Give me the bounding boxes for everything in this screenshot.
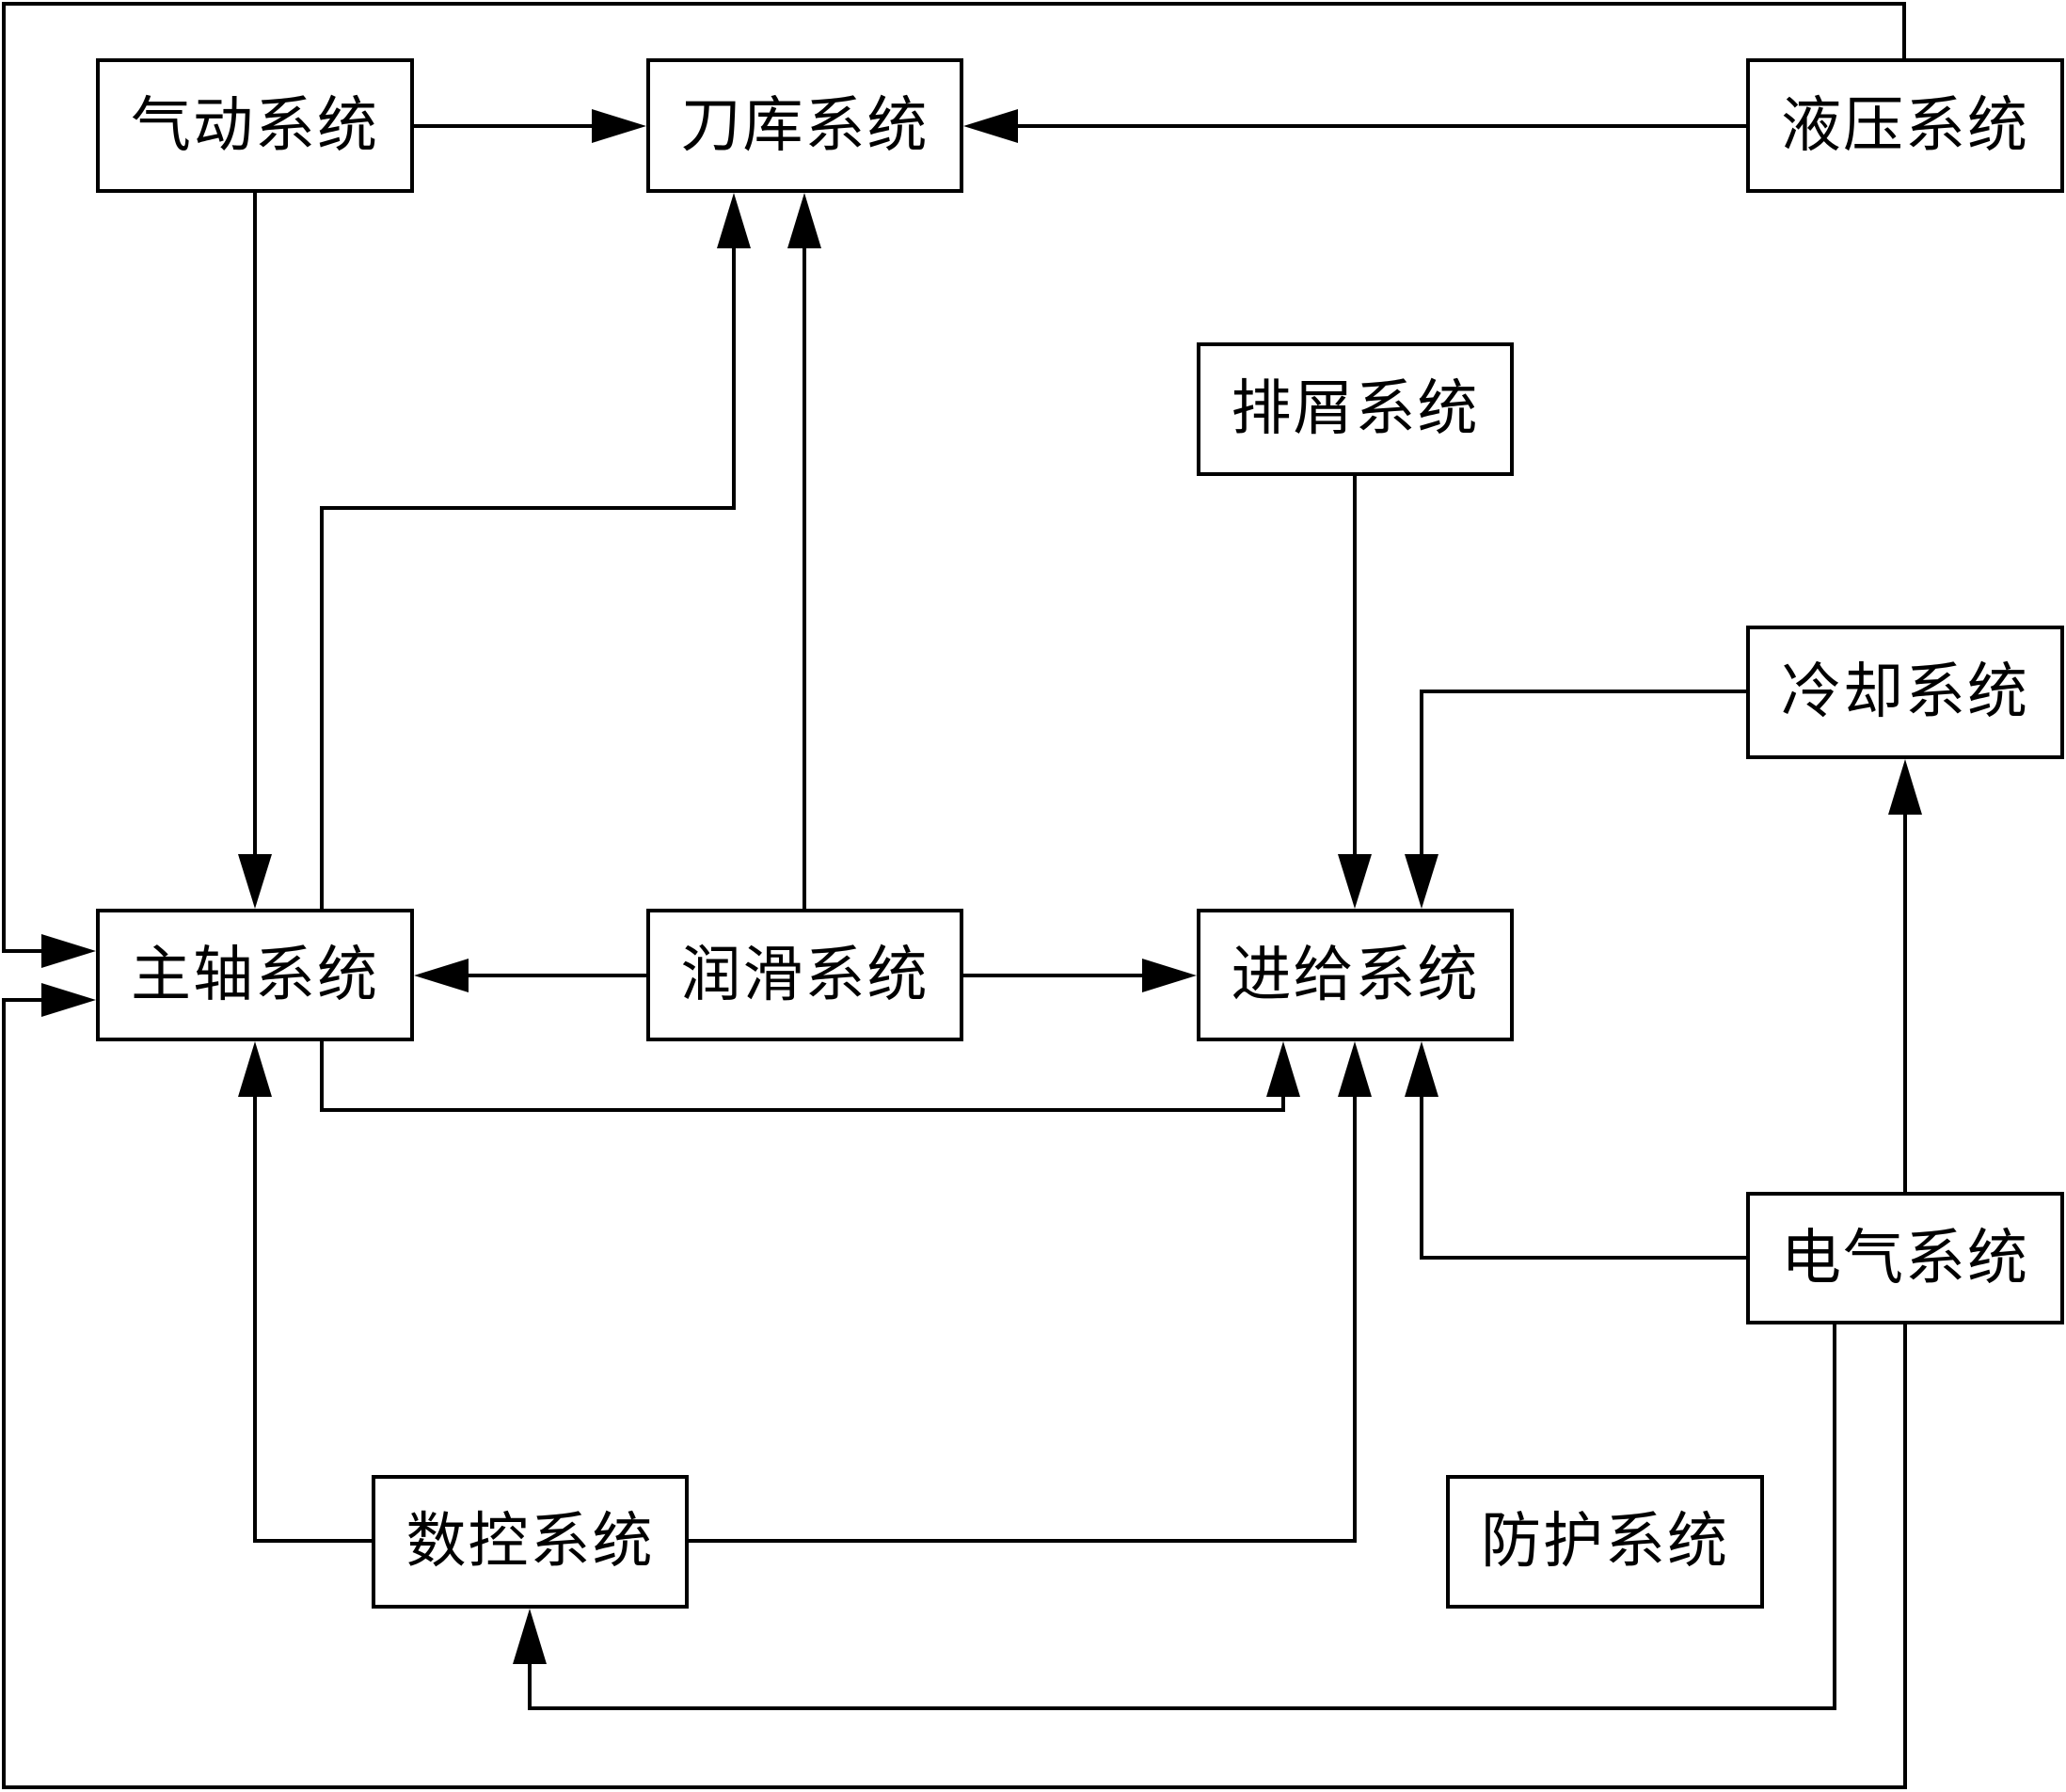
- node-electrical-system: 电气系统: [1746, 1192, 2064, 1324]
- edge-lubrication-to-toolmag: [787, 193, 821, 911]
- edge-electrical-to-feed: [1405, 1041, 1748, 1260]
- node-protection-system: 防护系统: [1446, 1475, 1764, 1609]
- arrowhead-icon: [1142, 959, 1197, 992]
- edge-spindle-to-toolmag: [320, 193, 751, 911]
- edge-cooling-to-feed: [1405, 690, 1748, 909]
- node-label: 电气系统: [1781, 1223, 2029, 1293]
- arrowhead-icon: [1405, 854, 1438, 909]
- node-label: 液压系统: [1781, 90, 2029, 161]
- arrowhead-icon: [238, 1041, 272, 1097]
- edge-electrical-to-cnc: [513, 1323, 1836, 1710]
- arrowhead-icon: [1266, 1041, 1300, 1097]
- arrowhead-icon: [414, 959, 469, 992]
- node-cnc-system: 数控系统: [372, 1475, 689, 1609]
- node-chip-removal-system: 排屑系统: [1197, 342, 1514, 476]
- node-pneumatic-system: 气动系统: [96, 58, 414, 193]
- edge-electrical-to-cooling: [1888, 759, 1922, 1194]
- node-label: 防护系统: [1481, 1507, 1729, 1577]
- node-label: 刀库系统: [680, 90, 930, 161]
- edge-cnc-to-spindle: [238, 1041, 373, 1543]
- arrowhead-icon: [592, 109, 646, 143]
- edge-hydraulic-to-spindle: [2, 2, 1906, 968]
- edge-pneumatic-to-toolmag: [412, 109, 646, 143]
- arrowhead-icon: [41, 934, 96, 968]
- node-label: 进给系统: [1231, 940, 1480, 1010]
- edge-lubrication-to-feed: [961, 959, 1197, 992]
- arrowhead-icon: [513, 1609, 547, 1664]
- arrowhead-icon: [238, 854, 272, 909]
- edge-cnc-to-feed: [687, 1041, 1372, 1543]
- node-label: 冷却系统: [1781, 658, 2029, 727]
- arrowhead-icon: [787, 193, 821, 248]
- arrowhead-icon: [1888, 759, 1922, 815]
- node-label: 排屑系统: [1231, 374, 1480, 444]
- node-spindle-system: 主轴系统: [96, 909, 414, 1041]
- arrowhead-icon: [717, 193, 751, 248]
- edge-electrical-to-spindle: [2, 983, 1907, 1789]
- node-label: 数控系统: [405, 1507, 655, 1577]
- node-label: 气动系统: [131, 90, 379, 161]
- arrowhead-icon: [1338, 1041, 1372, 1097]
- arrowhead-icon: [963, 109, 1018, 143]
- edge-pneumatic-to-spindle: [238, 191, 272, 909]
- edge-hydraulic-to-toolmag: [963, 109, 1748, 143]
- edge-spindle-to-feed: [320, 1039, 1300, 1112]
- node-hydraulic-system: 液压系统: [1746, 58, 2064, 193]
- arrowhead-icon: [41, 983, 96, 1017]
- node-cooling-system: 冷却系统: [1746, 626, 2064, 759]
- node-tool-magazine-system: 刀库系统: [646, 58, 963, 193]
- node-label: 润滑系统: [680, 940, 930, 1010]
- arrowhead-icon: [1338, 854, 1372, 909]
- node-lubrication-system: 润滑系统: [646, 909, 963, 1041]
- edge-chip-to-feed: [1338, 474, 1372, 909]
- arrowhead-icon: [1405, 1041, 1438, 1097]
- node-label: 主轴系统: [131, 940, 379, 1010]
- node-feed-system: 进给系统: [1197, 909, 1514, 1041]
- edge-lubrication-to-spindle: [414, 959, 648, 992]
